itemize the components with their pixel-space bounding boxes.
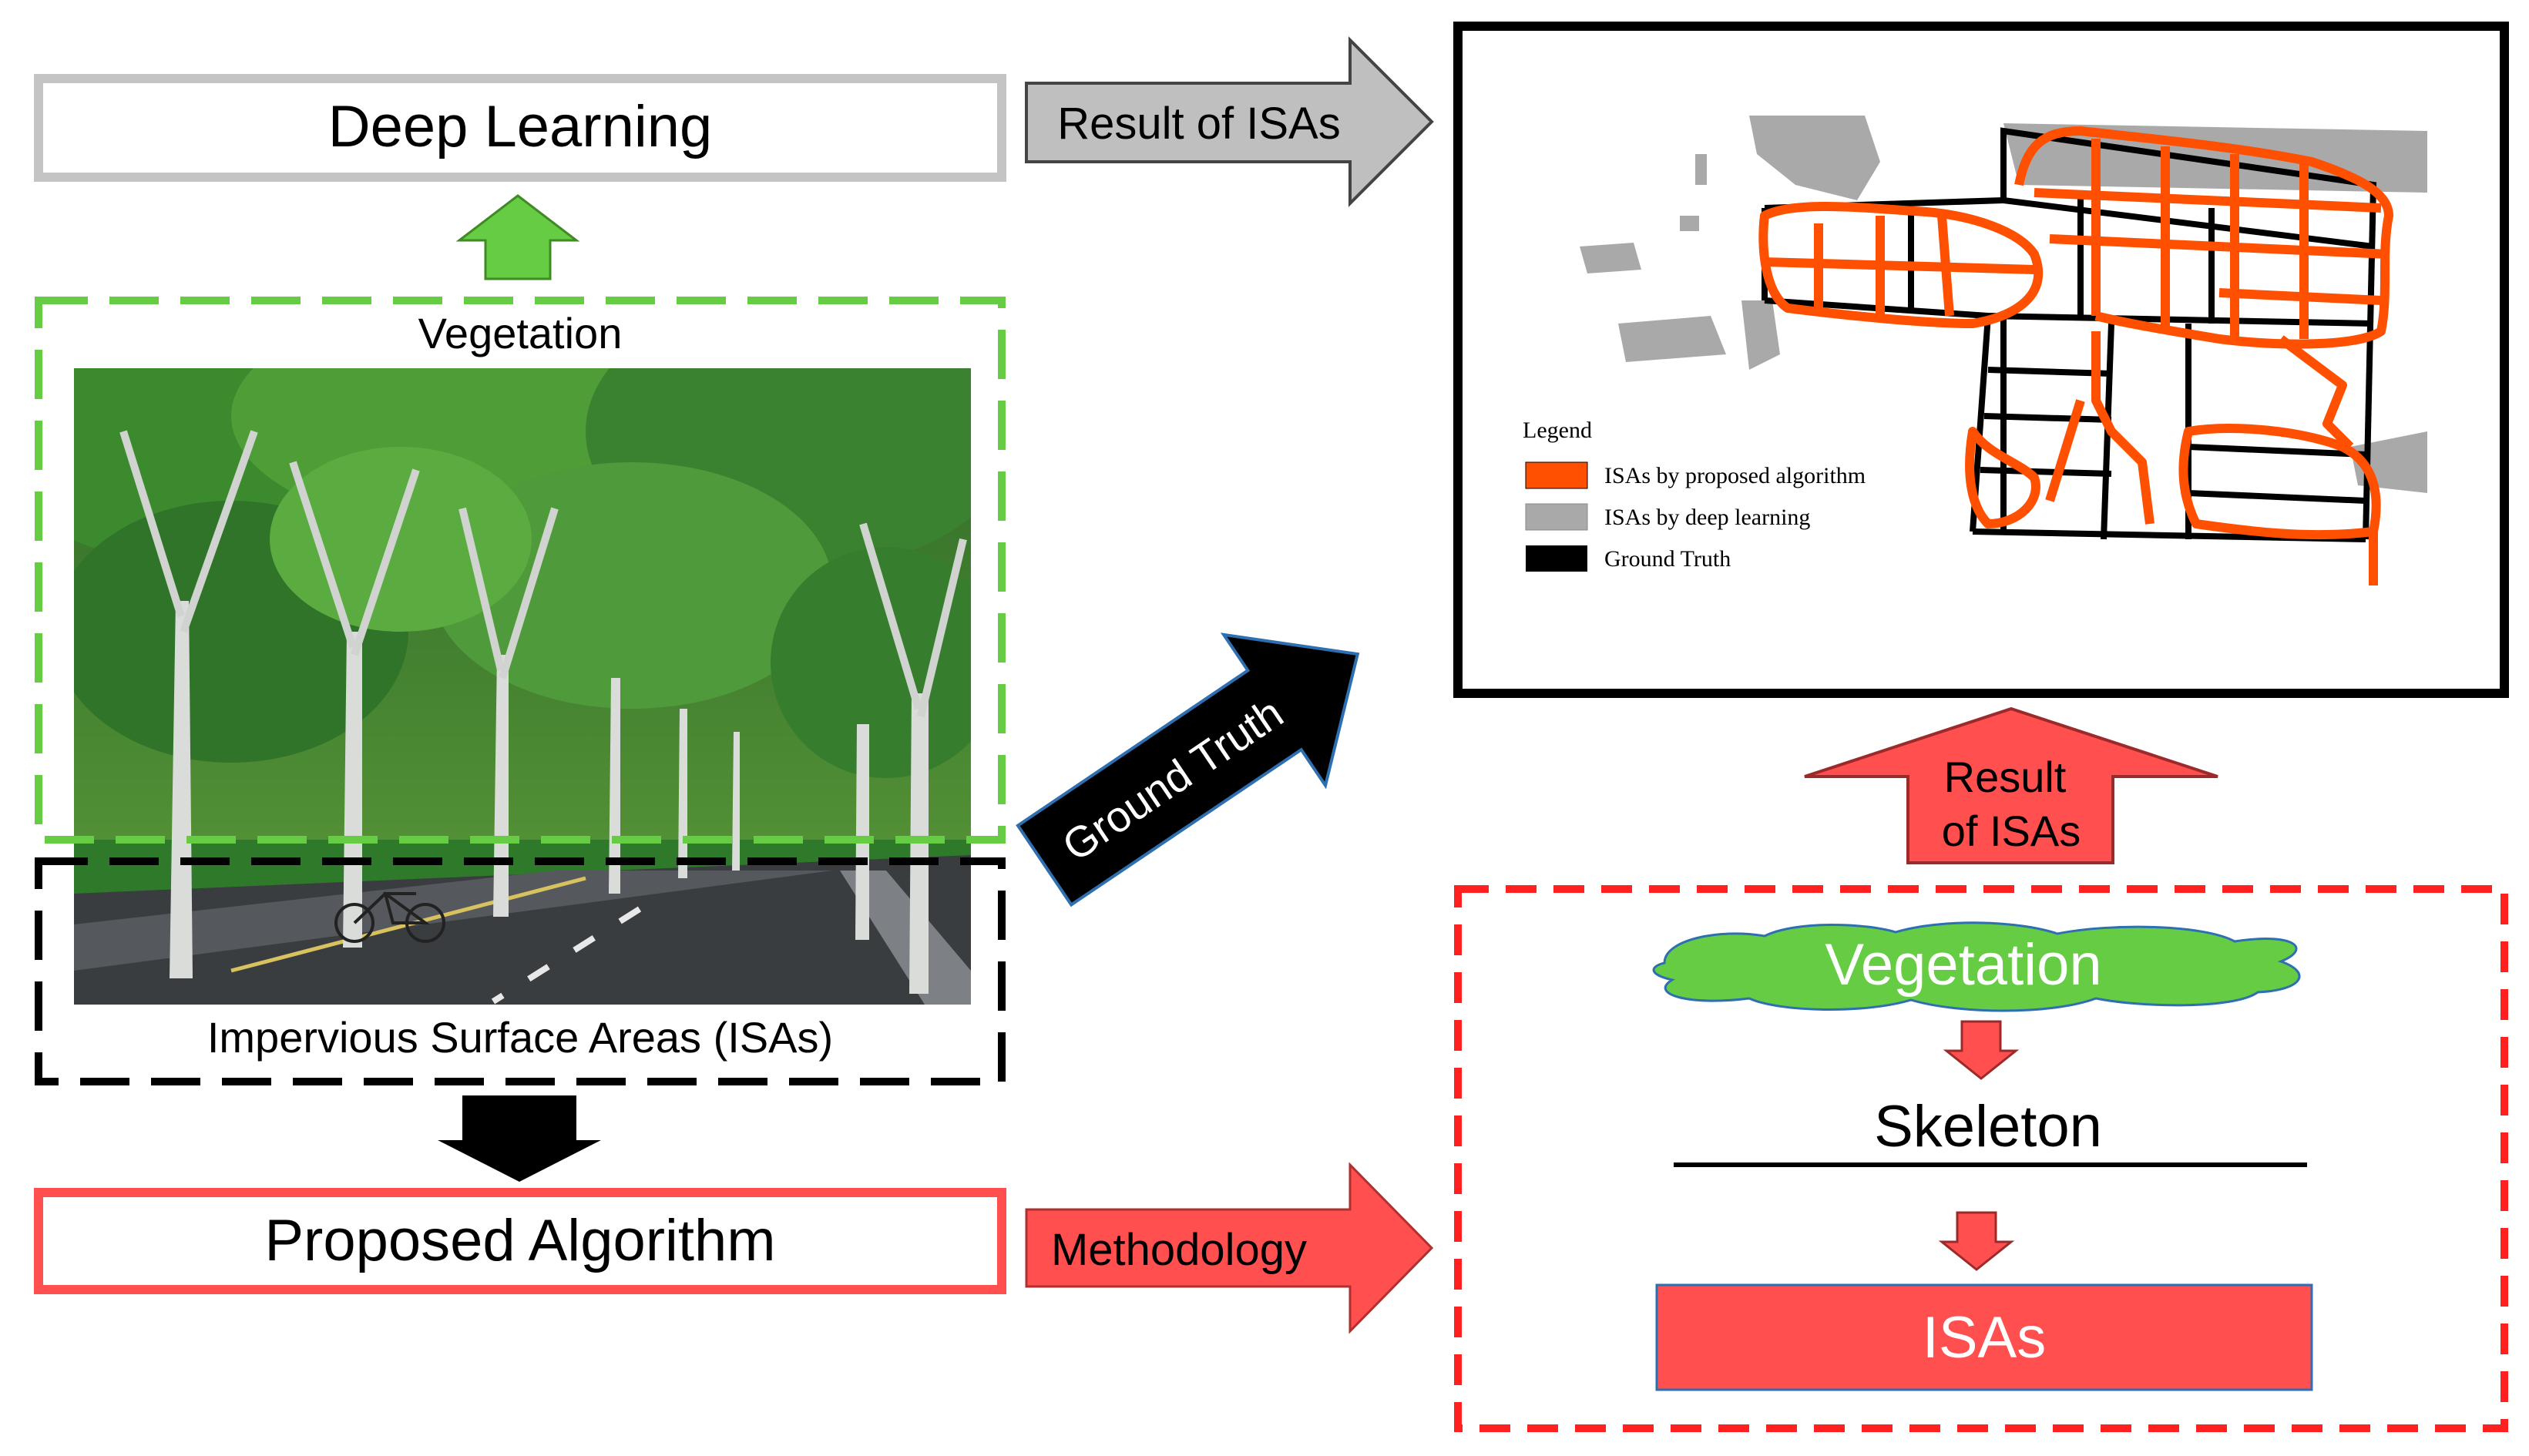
- methodology-arrow: [1025, 1162, 1434, 1334]
- deep-learning-box: [34, 74, 1006, 182]
- legend-swatch-truth: [1526, 545, 1587, 572]
- proposed-algorithm-label: Proposed Algorithm: [264, 1208, 775, 1273]
- result-up-line2: of ISAs: [1942, 807, 2081, 855]
- legend-label-deep: ISAs by deep learning: [1604, 505, 1810, 530]
- result-up-line1: Result: [1944, 753, 2067, 801]
- methodology-frame: [1454, 885, 2508, 1432]
- result-up-arrow: [1804, 706, 2218, 864]
- vegetation-label-bg: [385, 307, 655, 361]
- result-arrow-grey-label: Result of ISAs: [1057, 99, 1340, 149]
- isas-label: ISAs: [1923, 1305, 2047, 1370]
- isa-frame: [35, 857, 1006, 1085]
- methodology-label: Methodology: [1051, 1225, 1307, 1275]
- method-vegetation-label: Vegetation: [1825, 932, 2101, 998]
- legend-label-proposed: ISAs by proposed algorithm: [1604, 463, 1866, 488]
- street-photo: [74, 368, 971, 1005]
- map-result-box: [1453, 22, 2509, 698]
- down-arrow-1: [1943, 1020, 2020, 1080]
- isa-label: Impervious Surface Areas (ISAs): [207, 1013, 833, 1062]
- vegetation-label: Vegetation: [418, 309, 623, 357]
- proposed-algorithm-box: [34, 1188, 1006, 1294]
- map-drawing: Legend ISAs by proposed algorithm ISAs b…: [1523, 116, 2427, 585]
- deep-learning-label: Deep Learning: [328, 94, 713, 159]
- legend-swatch-deep: [1525, 503, 1588, 531]
- black-down-arrow: [438, 1095, 601, 1182]
- isas-box: [1655, 1283, 2313, 1391]
- ground-truth-arrow: Ground Truth: [1016, 632, 1360, 907]
- vegetation-cloud: Vegetation: [1652, 921, 2301, 1012]
- green-up-arrow: [455, 194, 580, 280]
- legend-label-truth: Ground Truth: [1604, 546, 1731, 572]
- down-arrow-2: [1938, 1211, 2015, 1271]
- vegetation-frame: [35, 297, 1006, 844]
- legend-swatch-proposed: [1525, 461, 1588, 489]
- isa-label-bg: [77, 1006, 971, 1072]
- skeleton-label: Skeleton: [1874, 1094, 2102, 1159]
- result-arrow-grey: [1025, 36, 1434, 207]
- map-legend-title: Legend: [1523, 418, 1592, 443]
